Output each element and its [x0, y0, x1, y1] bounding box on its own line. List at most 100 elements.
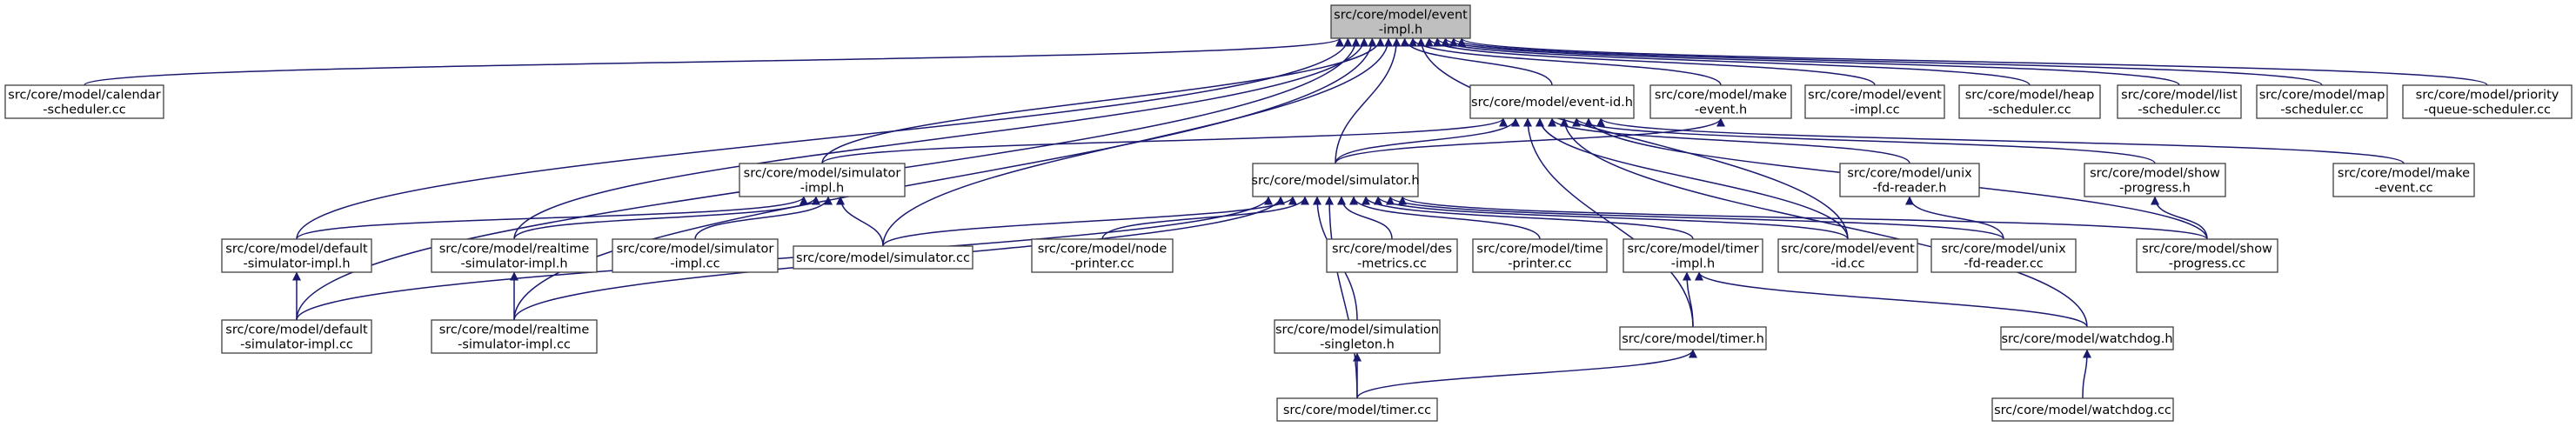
- node-rt-sim-impl-h[interactable]: src/core/model/realtime-simulator-impl.h: [431, 238, 598, 273]
- node-label-line: src/core/model/time: [1476, 243, 1602, 257]
- edge-sim_impl_h-to-event_impl_h: [821, 37, 1385, 164]
- node-label-line: -scheduler.cc: [43, 103, 125, 117]
- node-label-line: src/core/model/make: [1655, 89, 1787, 103]
- node-label-line: src/core/model/realtime: [439, 243, 590, 257]
- edge-rt_sim_impl_h-to-sim_impl_h: [513, 196, 820, 240]
- node-label-line: src/core/model/event-id.h: [1471, 96, 1633, 110]
- node-label-line: src/core/model/timer.h: [1622, 332, 1764, 346]
- node-box: [2084, 163, 2226, 197]
- node-event-id-cc[interactable]: src/core/model/event-id.cc: [1777, 238, 1918, 273]
- node-unix-fd-h[interactable]: src/core/model/unix-fd-reader.h: [1839, 163, 1980, 197]
- node-label-line: -printer.cc: [1508, 257, 1571, 271]
- edge-watchdog_h-to-event_id_h: [1560, 117, 2088, 328]
- edge-unix_fd_h-to-event_id_h: [1548, 117, 1910, 164]
- node-box: [2117, 84, 2242, 119]
- node-box: [1930, 238, 2077, 273]
- node-rt-sim-impl-cc[interactable]: src/core/model/realtime-simulator-impl.c…: [431, 319, 598, 354]
- node-label-line: src/core/model/node: [1038, 243, 1168, 257]
- node-simulator-cc[interactable]: src/core/model/simulator.cc: [793, 245, 974, 270]
- node-label-line: -fd-reader.h: [1873, 182, 1947, 196]
- nodes-layer: src/core/model/event-impl.hsrc/core/mode…: [4, 4, 2573, 422]
- node-map[interactable]: src/core/model/map-scheduler.cc: [2256, 84, 2388, 119]
- node-timer-h[interactable]: src/core/model/timer.h: [1619, 326, 1767, 350]
- edge-calendar-to-event_impl_h: [84, 37, 1344, 86]
- node-label-line: src/core/model/event: [1334, 9, 1468, 23]
- node-box: [221, 238, 372, 273]
- node-label-line: -event.cc: [2374, 182, 2432, 196]
- node-box: [1619, 326, 1767, 350]
- node-label-line: -simulator-impl.h: [243, 257, 350, 271]
- edge-timer_cc-to-simulator_h: [1325, 196, 1358, 399]
- node-box: [739, 163, 906, 197]
- node-event-impl-cc[interactable]: src/core/model/event-impl.cc: [1804, 84, 1945, 119]
- node-def-sim-impl-cc[interactable]: src/core/model/default-simulator-impl.cc: [221, 319, 372, 354]
- node-label-line: src/core/model/event: [1808, 89, 1942, 103]
- node-box: [1252, 163, 1419, 197]
- edge-sim_impl_cc-to-sim_impl_h: [694, 196, 833, 240]
- edge-timer_impl_h-to-simulator_h: [1362, 196, 1694, 240]
- node-make-event-cc[interactable]: src/core/model/make-event.cc: [2332, 163, 2475, 197]
- node-label-line: src/core/model/map: [2259, 89, 2385, 103]
- node-label-line: -metrics.cc: [1357, 257, 1427, 271]
- node-box: [431, 319, 598, 354]
- node-label-line: src/core/model/timer: [1627, 243, 1758, 257]
- node-box: [1276, 397, 1438, 422]
- node-node-printer[interactable]: src/core/model/node-printer.cc: [1031, 238, 1174, 273]
- node-calendar[interactable]: src/core/model/calendar-scheduler.cc: [4, 84, 164, 119]
- edge-simulator_h-to-event_id_h: [1335, 117, 1520, 164]
- node-des-metrics[interactable]: src/core/model/des-metrics.cc: [1326, 238, 1458, 273]
- node-heap[interactable]: src/core/model/heap-scheduler.cc: [1958, 84, 2101, 119]
- node-watchdog-cc[interactable]: src/core/model/watchdog.cc: [1991, 397, 2174, 422]
- node-box: [2000, 326, 2174, 350]
- node-label-line: -impl.h: [800, 182, 844, 196]
- node-time-printer[interactable]: src/core/model/time-printer.cc: [1472, 238, 1608, 273]
- node-label-line: src/core/model/timer.cc: [1283, 404, 1431, 417]
- node-watchdog-h[interactable]: src/core/model/watchdog.h: [2000, 326, 2174, 350]
- node-label-line: src/core/model/calendar: [8, 89, 160, 103]
- edge-list-to-event_impl_h: [1441, 37, 2180, 86]
- edge-simulator_cc-to-simulator_h: [882, 196, 1297, 247]
- node-sim-impl-h[interactable]: src/core/model/simulator-impl.h: [739, 163, 906, 197]
- node-show-progress-cc[interactable]: src/core/model/show-progress.cc: [2136, 238, 2278, 273]
- edge-show_progress_cc-to-show_progress_h: [2151, 196, 2208, 240]
- edge-event_id_cc-to-event_impl_h: [1416, 37, 1849, 240]
- node-label-line: src/core/model/watchdog.cc: [1994, 404, 2171, 417]
- edge-def_sim_impl_cc-to-simulator_h: [296, 196, 1273, 321]
- edge-des_metrics-to-simulator_h: [1337, 196, 1393, 240]
- node-sim-impl-cc[interactable]: src/core/model/simulator-impl.cc: [612, 238, 779, 273]
- edge-def_sim_impl_h-to-sim_impl_h: [296, 196, 808, 240]
- node-timer-impl-h[interactable]: src/core/model/timer-impl.h: [1623, 238, 1763, 273]
- node-unix-fd-cc[interactable]: src/core/model/unix-fd-reader.cc: [1930, 238, 2077, 273]
- edge-simulator_cc-to-sim_impl_h: [836, 196, 884, 247]
- node-timer-cc[interactable]: src/core/model/timer.cc: [1276, 397, 1438, 422]
- edge-timer_h-to-timer_impl_h: [1683, 271, 1694, 328]
- node-label-line: src/core/model/simulator: [617, 243, 774, 257]
- node-label-line: -scheduler.cc: [1988, 103, 2071, 117]
- node-priority[interactable]: src/core/model/priority-queue-scheduler.…: [2402, 84, 2573, 119]
- node-label-line: -progress.cc: [2169, 257, 2245, 271]
- node-box: [612, 238, 779, 273]
- node-box: [2332, 163, 2475, 197]
- node-event-impl-h[interactable]: src/core/model/event-impl.h: [1330, 4, 1471, 39]
- node-label-line: -event.h: [1695, 103, 1747, 117]
- node-box: [1472, 238, 1608, 273]
- node-list[interactable]: src/core/model/list-scheduler.cc: [2117, 84, 2242, 119]
- node-box: [1330, 4, 1471, 39]
- node-label-line: src/core/model/simulator: [744, 167, 901, 181]
- edge-simulator_h-to-event_impl_h: [1335, 37, 1402, 164]
- edge-event_impl_cc-to-event_impl_h: [1424, 37, 1876, 86]
- node-event-id-h[interactable]: src/core/model/event-id.h: [1469, 84, 1635, 119]
- edge-rt_sim_impl_cc-to-event_impl_h: [513, 37, 1377, 321]
- node-simulator-h[interactable]: src/core/model/simulator.h: [1251, 163, 1420, 197]
- node-make-event-h[interactable]: src/core/model/make-event.h: [1649, 84, 1792, 119]
- node-label-line: src/core/model/make: [2338, 167, 2470, 181]
- node-label-line: -queue-scheduler.cc: [2424, 103, 2551, 117]
- node-label-line: src/core/model/unix: [1847, 167, 1972, 181]
- node-show-progress-h[interactable]: src/core/model/show-progress.h: [2084, 163, 2226, 197]
- node-label-line: -id.cc: [1830, 257, 1864, 271]
- node-label-line: src/core/model/list: [2121, 89, 2238, 103]
- edge-show_progress_h-to-event_id_h: [1572, 117, 2156, 164]
- node-def-sim-impl-h[interactable]: src/core/model/default-simulator-impl.h: [221, 238, 372, 273]
- node-box: [1469, 84, 1635, 119]
- node-sim-singleton[interactable]: src/core/model/simulation-singleton.h: [1274, 319, 1441, 354]
